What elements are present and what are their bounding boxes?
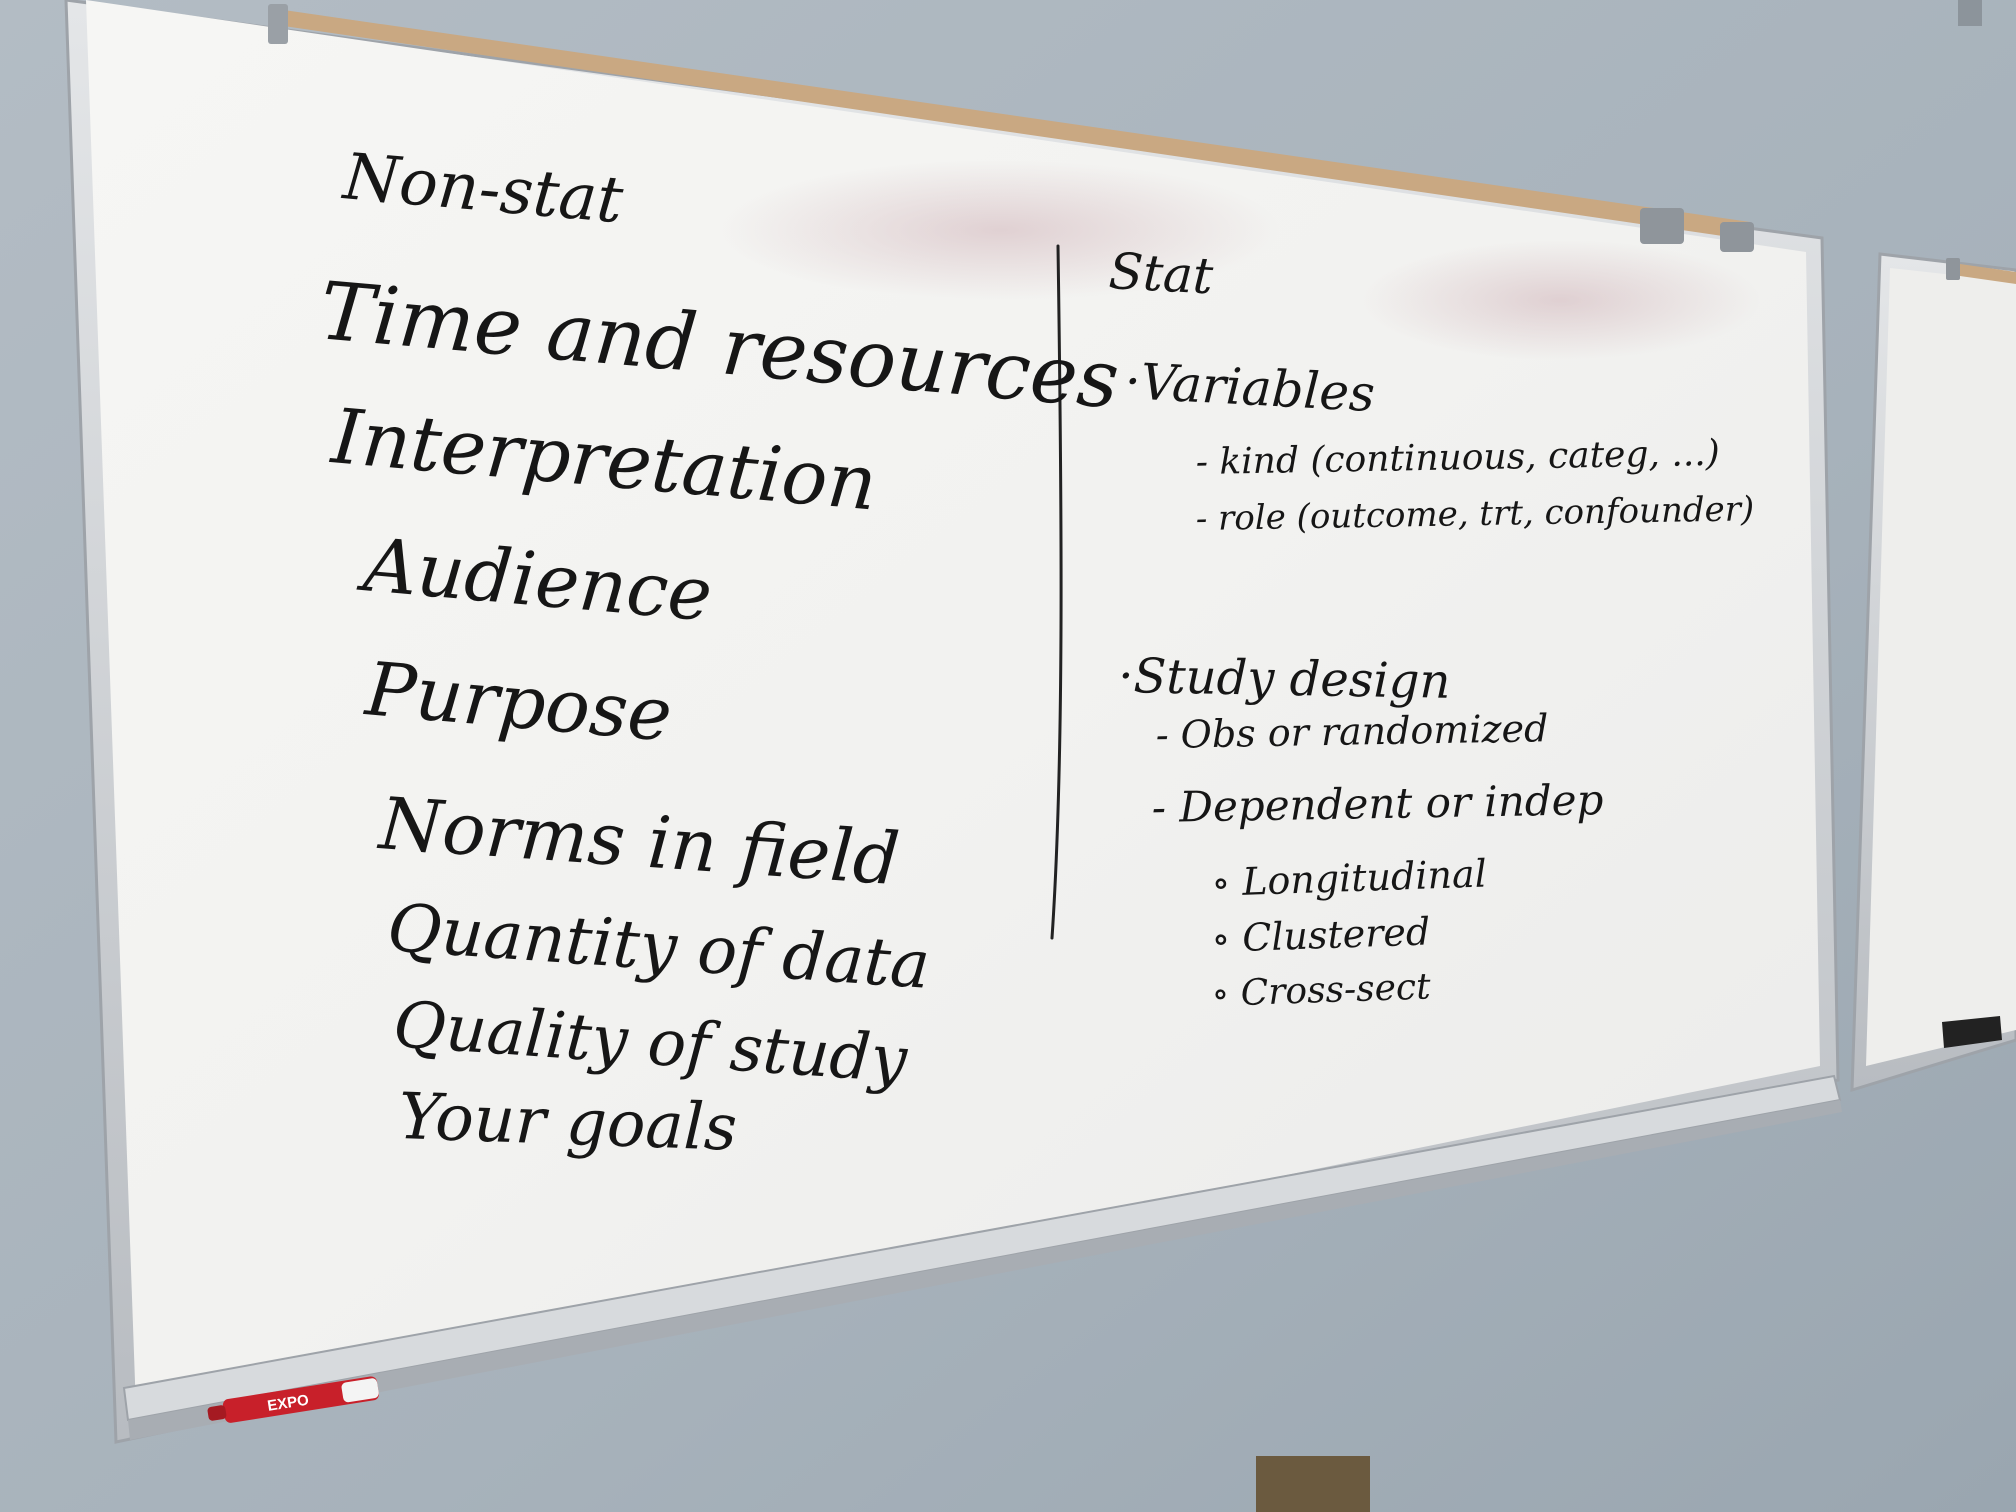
subitem-cross-sect: ∘ Cross-sect bbox=[1211, 966, 1432, 1015]
right-column: Stat ·Variables - kind (continuous, cate… bbox=[1107, 242, 1754, 1015]
variables-label: ·Variables bbox=[1123, 352, 1376, 423]
expo-marker[interactable]: EXPO bbox=[206, 1376, 380, 1427]
stat-heading: Stat bbox=[1107, 242, 1215, 305]
subitem-longitudinal: ∘ Longitudinal bbox=[1211, 851, 1488, 905]
marker-brand-label: EXPO bbox=[266, 1391, 310, 1414]
study-design-dependent: - Dependent or indep bbox=[1151, 775, 1604, 832]
study-design-label: ·Study design bbox=[1118, 648, 1451, 710]
wall-fixture bbox=[1958, 0, 1982, 26]
subitem-clustered: ∘ Clustered bbox=[1211, 909, 1431, 961]
wall-plate bbox=[1256, 1456, 1370, 1512]
variables-kind: - kind (continuous, categ, ...) bbox=[1195, 433, 1720, 483]
variables-role: - role (outcome, trt, confounder) bbox=[1195, 489, 1754, 539]
second-whiteboard bbox=[1850, 252, 2016, 1093]
whiteboard bbox=[64, 0, 1842, 1444]
study-design-obs: - Obs or randomized bbox=[1155, 706, 1548, 757]
eraser[interactable] bbox=[1942, 1016, 2002, 1048]
item-your-goals: Your goals bbox=[397, 1080, 738, 1166]
